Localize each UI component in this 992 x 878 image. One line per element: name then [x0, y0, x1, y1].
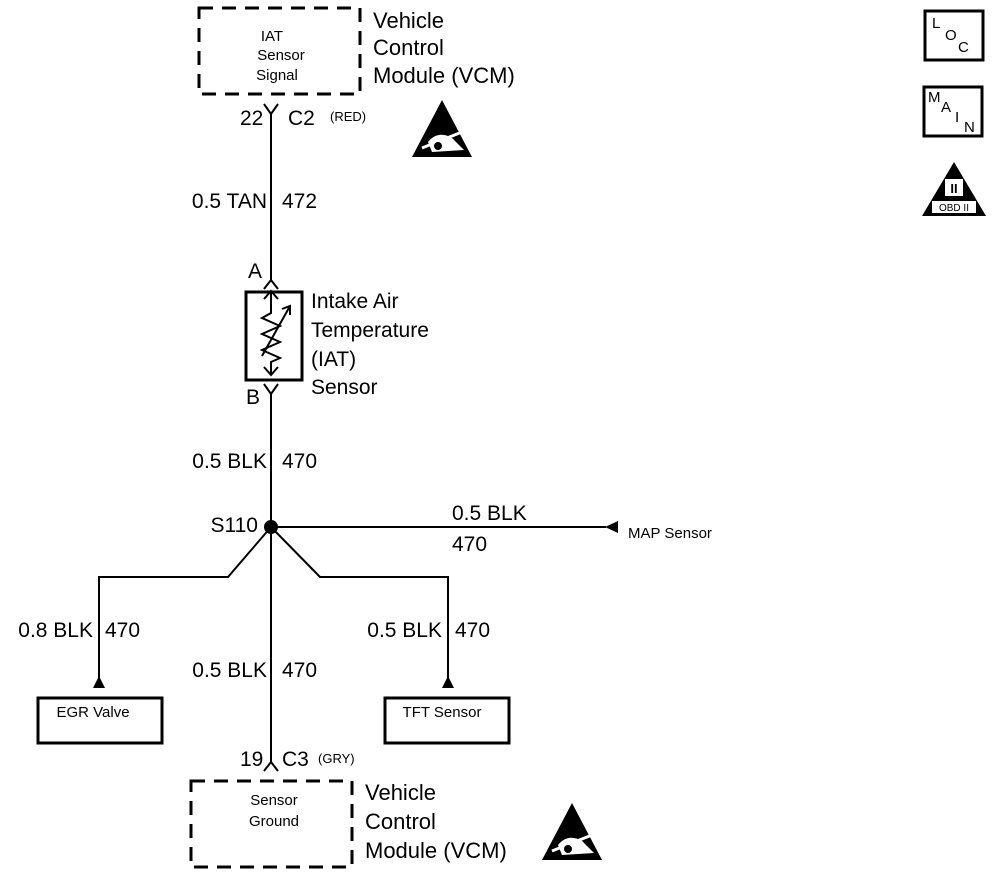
iat-sensor: A Intake Air Temperature (IAT) Sensor B — [244, 260, 429, 409]
obd-ii-icon: II OBD II — [922, 162, 986, 216]
loc-letter-c: C — [958, 39, 969, 56]
loc-letter-o: O — [945, 27, 957, 44]
vcm-top-dashed-box — [197, 6, 362, 96]
vcm-bottom-signal-line-1: Sensor — [250, 792, 298, 809]
main-letter-m: M — [928, 89, 941, 106]
iat-label-line-2: Temperature — [311, 319, 429, 342]
wire-tft — [270, 526, 449, 680]
vcm-bottom-module-line-1: Vehicle — [365, 780, 436, 805]
obd-ii-label-box — [932, 201, 976, 213]
vcm-top-module-line-1: Vehicle — [373, 8, 444, 33]
esd-warning-icon — [412, 100, 472, 157]
splice-label: S110 — [211, 514, 259, 537]
wire-tan-gauge: 0.5 TAN — [192, 190, 267, 213]
vcm-bottom-dashed-box — [189, 779, 354, 869]
vcm-top: IAT Sensor Signal Vehicle Control Module… — [197, 6, 515, 96]
wire-blk-main-gauge: 0.5 BLK — [192, 450, 267, 473]
egr-connector-arrow — [93, 676, 105, 688]
iat-thermistor-symbol — [259, 289, 283, 377]
egr-valve-label: EGR Valve — [56, 704, 129, 721]
iat-label-line-4: Sensor — [311, 376, 378, 399]
wire-vcm-ground-circuit: 470 — [282, 659, 317, 682]
iat-thermistor-arrow — [261, 304, 291, 357]
vcm-bottom-connector-color: (GRY) — [318, 751, 355, 766]
wire-tft-gauge: 0.5 BLK — [367, 619, 442, 642]
wire-map-circuit: 470 — [452, 533, 487, 556]
connector-c3-symbol — [263, 760, 279, 772]
iat-sensor-box — [244, 290, 304, 382]
vcm-bottom-pin: 19 — [240, 748, 263, 771]
vcm-bottom-connector: C3 — [282, 748, 309, 771]
map-sensor-label: MAP Sensor — [628, 525, 712, 542]
iat-label-line-3: (IAT) — [311, 348, 356, 371]
tft-sensor-label: TFT Sensor — [403, 704, 482, 721]
wire-vcm-ground-gauge: 0.5 BLK — [192, 659, 267, 682]
main-icon: M A I N — [922, 85, 984, 138]
wire-blk-main-circuit: 470 — [282, 450, 317, 473]
esd-warning-icon — [542, 803, 602, 860]
vcm-bottom-module-line-3: Module (VCM) — [365, 838, 507, 863]
main-letter-n: N — [964, 119, 975, 136]
wire-tft-circuit: 470 — [455, 619, 490, 642]
iat-label-line-1: Intake Air — [311, 290, 399, 313]
obd-ii-numeral: II — [950, 181, 957, 196]
connector-c2-symbol — [263, 103, 279, 116]
vcm-top-signal-line-1: IAT — [261, 28, 283, 45]
vcm-top-signal-line-3: Signal — [256, 67, 298, 84]
wire-map-gauge: 0.5 BLK — [452, 502, 527, 525]
tft-connector-arrow — [442, 676, 454, 688]
egr-valve-box — [36, 696, 164, 745]
vcm-bottom: Sensor Ground Vehicle Control Module (VC… — [189, 779, 507, 869]
iat-terminal-a: A — [248, 260, 262, 283]
iat-terminal-b-symbol — [263, 383, 279, 396]
main-letter-a: A — [941, 99, 951, 116]
connector-c2: 22 C2 (RED) — [240, 103, 366, 130]
vcm-top-pin: 22 — [240, 107, 263, 130]
iat-terminal-a-symbol — [263, 278, 279, 290]
main-letter-i: I — [955, 109, 959, 126]
wire-egr — [98, 526, 272, 680]
map-connector-arrow — [605, 521, 618, 533]
loc-letter-l: L — [932, 15, 940, 32]
obd-ii-numeral-box — [945, 179, 963, 196]
connector-c3: 19 C3 (GRY) — [240, 748, 355, 772]
vcm-top-module-line-2: Control — [373, 35, 444, 60]
wire-tan-circuit: 472 — [282, 190, 317, 213]
vcm-bottom-module-line-2: Control — [365, 809, 436, 834]
obd-ii-label: OBD II — [939, 203, 969, 214]
vcm-top-signal-line-2: Sensor — [257, 47, 305, 64]
vcm-bottom-signal-line-2: Ground — [249, 813, 299, 830]
wire-egr-circuit: 470 — [105, 619, 140, 642]
main-icon-box — [922, 85, 984, 138]
tft-sensor-box — [383, 696, 511, 745]
wire-egr-gauge: 0.8 BLK — [18, 619, 93, 642]
vcm-top-connector: C2 — [288, 107, 315, 130]
loc-icon: L O C — [923, 9, 985, 62]
iat-terminal-b: B — [246, 386, 260, 409]
vcm-top-connector-color: (RED) — [330, 109, 366, 124]
loc-icon-box — [923, 9, 985, 62]
vcm-top-module-line-3: Module (VCM) — [373, 63, 515, 88]
